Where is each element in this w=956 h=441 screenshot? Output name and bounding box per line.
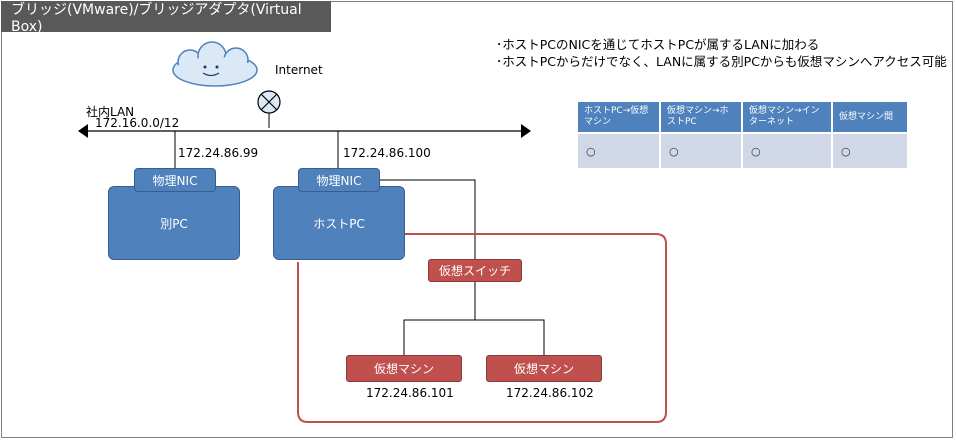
- connectivity-table: ホストPC→仮想マシン 仮想マシン→ホストPC 仮想マシン→インターネット 仮想…: [578, 102, 909, 168]
- internet-label: Internet: [275, 63, 323, 77]
- switch-to-vm-lines: [403, 282, 545, 355]
- table-cell: ○: [742, 132, 833, 168]
- vm1-ip-label: 172.24.86.101: [366, 386, 454, 400]
- table-header-cell: 仮想マシン間: [832, 102, 909, 133]
- notes: ･ホストPCのNICを通じてホストPCが属するLANに加わる ･ホストPCからだ…: [496, 36, 947, 70]
- note-item: ･ホストPCのNICを通じてホストPCが属するLANに加わる: [496, 37, 820, 52]
- vm2-ip-label: 172.24.86.102: [506, 386, 594, 400]
- virtual-machine-2: 仮想マシン: [486, 355, 602, 382]
- virtual-switch: 仮想スイッチ: [428, 259, 522, 282]
- other-pc-nic: 物理NIC: [134, 168, 216, 192]
- cloud-icon: [172, 41, 258, 87]
- table-row: ○ ○ ○ ○: [578, 132, 909, 168]
- host-pc-ip-label: 172.24.86.100: [343, 146, 431, 160]
- router-icon: [257, 90, 281, 128]
- table-header-cell: 仮想マシン→インターネット: [742, 102, 833, 133]
- note-item: ･ホストPCからだけでなく、LANに属する別PCからも仮想マシンへアクセス可能: [496, 54, 947, 69]
- virtual-environment-boundary: [297, 233, 667, 423]
- table-cell: ○: [660, 132, 743, 168]
- table-cell: ○: [832, 132, 909, 168]
- slide-title: ブリッジ(VMware)/ブリッジアダプタ(Virtual Box): [1, 1, 331, 35]
- table-header-cell: 仮想マシン→ホストPC: [660, 102, 743, 133]
- lan-bus-line: [78, 124, 531, 138]
- table-header-row: ホストPC→仮想マシン 仮想マシン→ホストPC 仮想マシン→インターネット 仮想…: [578, 102, 909, 133]
- lan-name-label: 社内LAN: [86, 105, 135, 119]
- host-pc-box: ホストPC: [273, 186, 405, 260]
- other-pc-box: 別PC: [108, 186, 240, 260]
- lan-address-label: 172.16.0.0/12: [95, 116, 180, 130]
- other-pc-ip-label: 172.24.86.99: [178, 146, 259, 160]
- table-header-cell: ホストPC→仮想マシン: [578, 102, 661, 133]
- table-cell: ○: [578, 132, 661, 168]
- virtual-machine-1: 仮想マシン: [346, 355, 462, 382]
- host-pc-nic: 物理NIC: [298, 168, 380, 192]
